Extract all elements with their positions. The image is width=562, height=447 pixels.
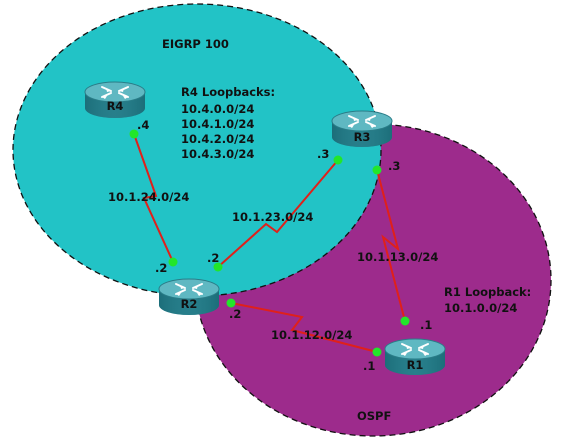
link-r1-r3 — [376, 169, 406, 322]
link-r2-r4 — [133, 133, 174, 263]
router-label-r4: R4 — [107, 99, 124, 113]
links — [133, 133, 406, 353]
router-r1[interactable]: R1 — [384, 338, 446, 376]
eigrp-area — [12, 3, 382, 297]
router-label-r2: R2 — [181, 297, 198, 311]
router-label-r3: R3 — [354, 130, 371, 144]
link-r2-r3 — [217, 159, 339, 268]
r1-loopback-line: 10.1.0.0/24 — [444, 301, 517, 315]
eigrp-area-label: EIGRP 100 — [162, 37, 229, 51]
subnet-label-r2-r4: 10.1.24.0/24 — [108, 190, 189, 204]
iface-label-r1-to-r3: .1 — [420, 318, 432, 332]
endpoint-r1-r3 — [400, 316, 410, 326]
r1-loopback-title: R1 Loopback: — [444, 285, 531, 299]
iface-label-r3-to-r1: .3 — [388, 159, 400, 173]
link-r1-r2 — [230, 302, 378, 353]
subnet-label-r1-r2: 10.1.12.0/24 — [271, 328, 352, 342]
endpoint-r2-r4 — [168, 257, 178, 267]
router-r2[interactable]: R2 — [158, 278, 220, 316]
r4-loopback-line: 10.4.0.0/24 — [181, 102, 254, 116]
r4-loopbacks-title: R4 Loopbacks: — [181, 85, 275, 99]
router-r4[interactable]: R4 — [84, 81, 146, 119]
endpoint-r2-r3 — [213, 262, 223, 272]
subnet-label-r2-r3: 10.1.23.0/24 — [232, 210, 313, 224]
iface-label-r1-to-r2: .1 — [363, 359, 375, 373]
r4-loopback-line: 10.4.2.0/24 — [181, 132, 254, 146]
endpoint-r1-r2 — [372, 347, 382, 357]
router-label-r1: R1 — [407, 358, 424, 372]
subnet-label-r1-r3: 10.1.13.0/24 — [357, 250, 438, 264]
router-r3[interactable]: R3 — [331, 110, 393, 148]
iface-label-r3-to-r2: .3 — [317, 147, 329, 161]
iface-label-r2-to-r1: .2 — [229, 307, 241, 321]
ospf-area-label: OSPF — [357, 409, 391, 423]
iface-label-r2-to-r4: .2 — [155, 261, 167, 275]
iface-label-r2-to-r3: .2 — [207, 251, 219, 265]
r4-loopback-line: 10.4.1.0/24 — [181, 117, 254, 131]
r4-loopback-line: 10.4.3.0/24 — [181, 147, 254, 161]
iface-label-r4: .4 — [137, 118, 149, 132]
endpoint-r3-r2 — [333, 155, 343, 165]
link-endpoints — [129, 129, 410, 357]
endpoint-r2-r1 — [226, 298, 236, 308]
endpoint-r4-r2 — [129, 129, 139, 139]
endpoint-r3-r1 — [372, 165, 382, 175]
